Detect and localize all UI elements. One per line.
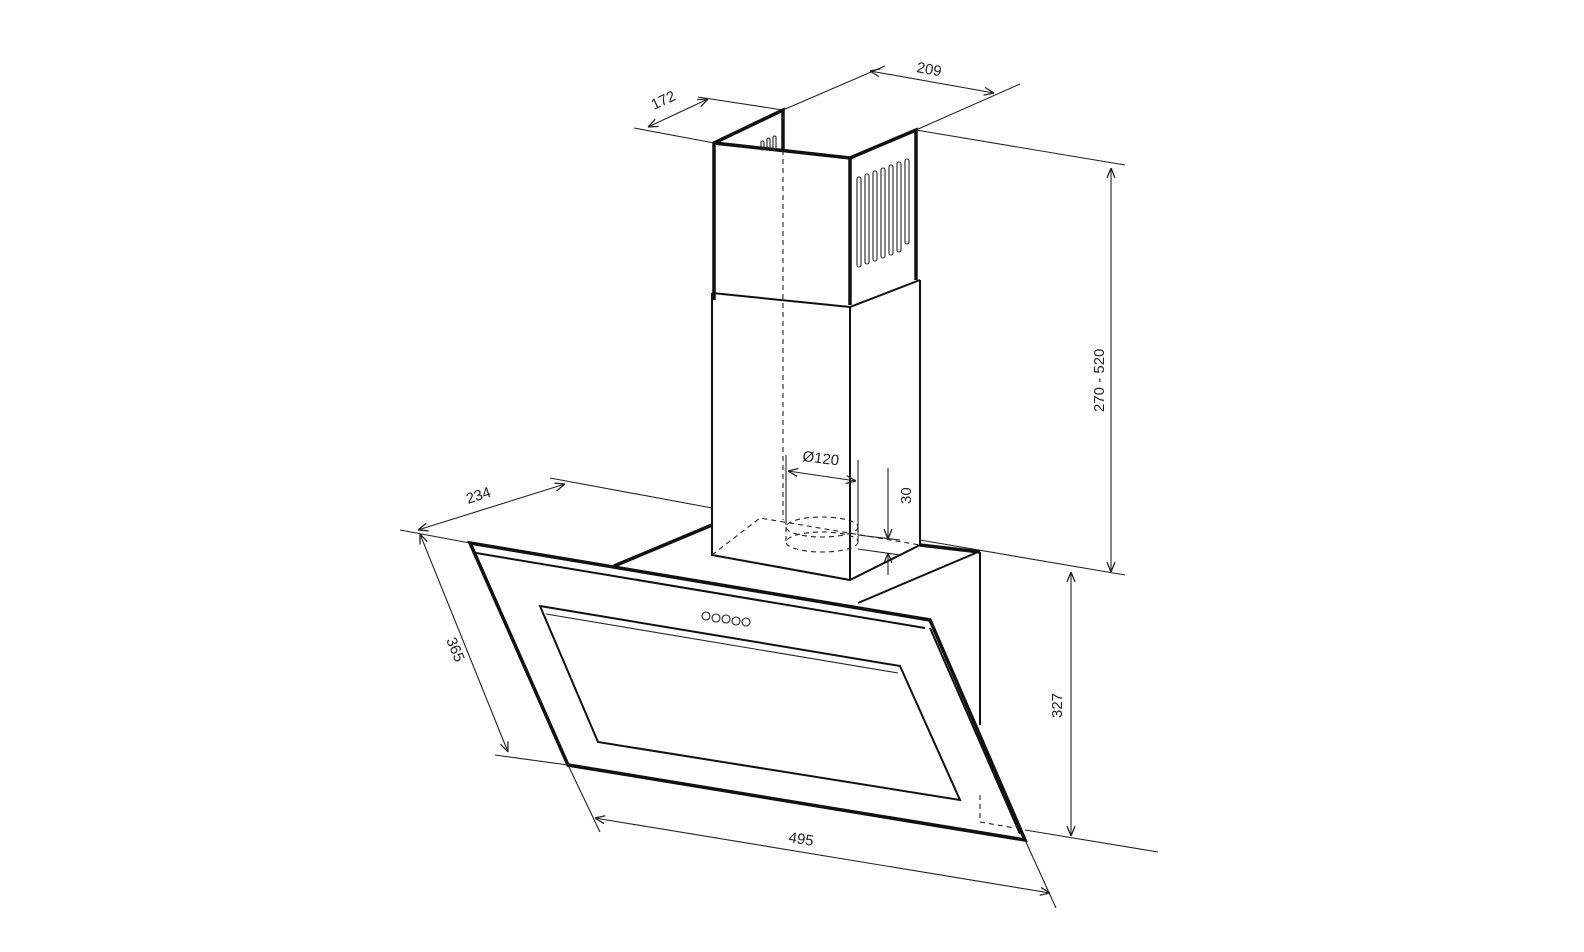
vent-slots — [760, 135, 910, 268]
control-button — [711, 613, 721, 623]
dim-glass-slant: 365 — [420, 534, 569, 766]
glass-panel — [467, 540, 1028, 843]
svg-text:270 - 520: 270 - 520 — [1091, 349, 1108, 412]
dim-hood-width: 495 — [567, 764, 1057, 909]
upper-chimney — [712, 107, 918, 520]
svg-text:495: 495 — [787, 829, 814, 850]
dim-chimney-height: 270 - 520 — [915, 129, 1126, 572]
svg-text:209: 209 — [915, 59, 943, 80]
lower-chimney — [711, 279, 921, 582]
control-buttons — [701, 611, 751, 627]
svg-text:365: 365 — [442, 635, 467, 665]
svg-text:327: 327 — [1049, 693, 1066, 718]
dim-chimney-width: 209 — [782, 59, 1021, 131]
control-button — [701, 611, 711, 621]
dim-duct-offset: 30 — [857, 468, 915, 575]
dim-chimney-depth: 172 — [633, 88, 784, 144]
svg-text:30: 30 — [898, 487, 915, 504]
hood-body — [613, 523, 1016, 829]
control-button — [741, 617, 751, 627]
dim-hood-depth: 234 — [399, 477, 713, 544]
svg-text:Ø120: Ø120 — [802, 448, 841, 469]
svg-text:234: 234 — [464, 484, 493, 508]
control-button — [721, 614, 731, 624]
dim-duct-diameter: Ø120 — [785, 448, 859, 535]
svg-text:172: 172 — [649, 88, 679, 114]
dim-hood-height: 327 — [919, 539, 1159, 853]
control-button — [731, 616, 741, 626]
